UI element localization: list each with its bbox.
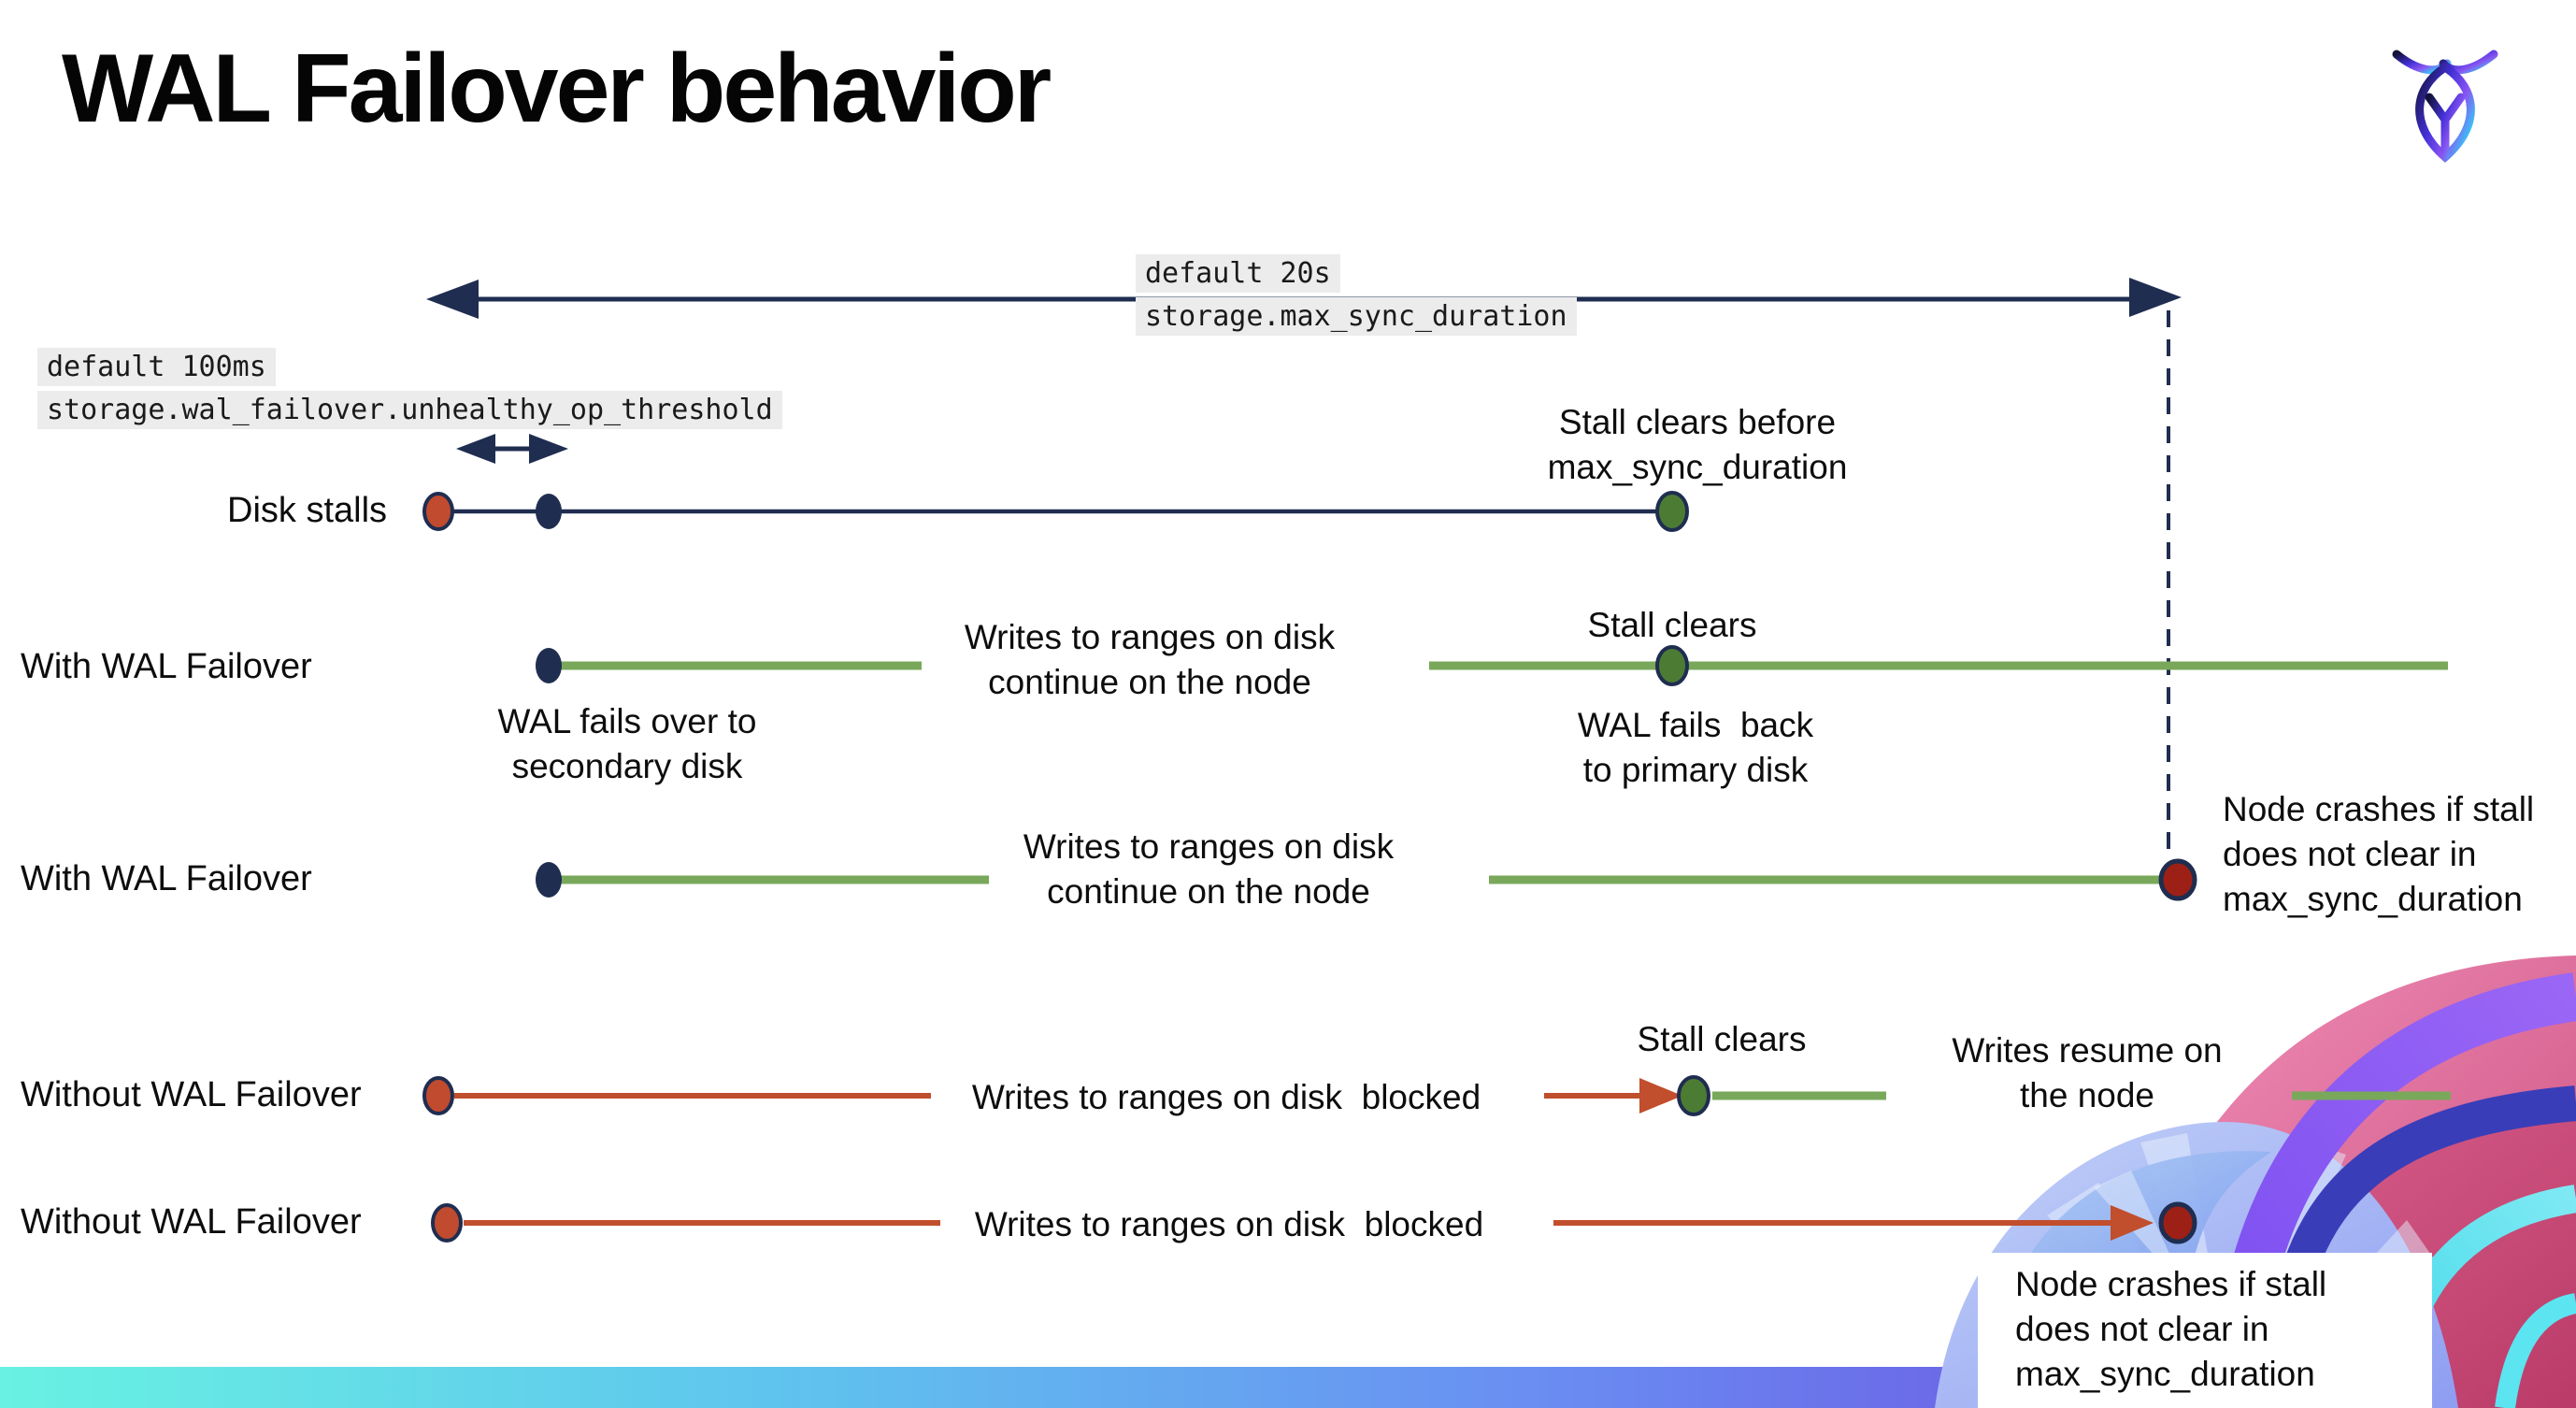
annotation-stall-clears-2: Stall clears xyxy=(1637,1020,1807,1058)
arrowhead-left xyxy=(426,280,479,319)
annotation-writes-resume: Writes resume on the node xyxy=(1952,1031,2223,1115)
annotation-wal-fails-over: WAL fails over to secondary disk xyxy=(497,702,757,786)
row-label-disk-stalls: Disk stalls xyxy=(227,491,388,530)
arrowhead-left xyxy=(456,434,495,464)
row-without-wal-2-timeline xyxy=(431,1201,2197,1244)
logo-stem xyxy=(2425,93,2466,160)
art-cyan-arc-small xyxy=(2495,1293,2576,1408)
stall-clears-dot xyxy=(1677,1075,1710,1116)
row-label-with-wal-1: With WAL Failover xyxy=(21,647,312,686)
row-without-wal-1-timeline xyxy=(422,1075,2451,1116)
row-with-wal-2-timeline xyxy=(536,858,2197,901)
row-label-with-wal-2: With WAL Failover xyxy=(21,859,312,898)
cockroachdb-logo-icon xyxy=(2392,50,2498,163)
threshold-dot xyxy=(536,494,562,529)
row-label-without-wal-1: Without WAL Failover xyxy=(21,1075,362,1114)
unhealthy-op-threshold-arrow xyxy=(456,434,568,464)
stall-start-dot xyxy=(431,1203,463,1243)
annotation-node-crashes-right: Node crashes if stall does not clear in … xyxy=(2223,790,2535,919)
annotation-stall-clears-1: Stall clears xyxy=(1587,606,1757,644)
stall-clears-dot xyxy=(1655,645,1689,686)
failover-dot xyxy=(536,648,562,683)
callout-unhealthy-op-setting: storage.wal_failover.unhealthy_op_thresh… xyxy=(37,391,782,429)
stall-start-dot xyxy=(422,492,454,531)
arrowhead-right xyxy=(2129,278,2182,317)
annotation-stall-clears-before: Stall clears before max_sync_duration xyxy=(1547,403,1848,487)
annotation-writes-blocked-2: Writes to ranges on disk blocked xyxy=(974,1205,1484,1243)
annotation-writes-blocked-1: Writes to ranges on disk blocked xyxy=(971,1078,1481,1116)
stall-clears-dot xyxy=(1655,491,1689,532)
row-disk-stalls-timeline xyxy=(422,491,1689,532)
callout-max-sync-default: default 20s xyxy=(1136,254,1340,293)
red-arrowhead xyxy=(2111,1205,2154,1241)
row-with-wal-1-timeline xyxy=(536,645,2448,686)
page-title: WAL Failover behavior xyxy=(62,35,1052,143)
red-arrowhead xyxy=(1639,1078,1682,1113)
row-label-without-wal-2: Without WAL Failover xyxy=(21,1202,362,1242)
stall-start-dot xyxy=(422,1076,454,1115)
callout-unhealthy-op-default: default 100ms xyxy=(37,348,276,386)
crash-note-box: Node crashes if stall does not clear in … xyxy=(1978,1253,2432,1408)
crash-dot xyxy=(2158,858,2197,901)
callout-max-sync-setting: storage.max_sync_duration xyxy=(1136,297,1577,336)
annotation-node-crashes-bottom: Node crashes if stall does not clear in … xyxy=(2015,1265,2327,1394)
arrowhead-right xyxy=(529,434,568,464)
annotation-writes-continue-2: Writes to ranges on disk continue on the… xyxy=(1023,827,1395,912)
crash-dot xyxy=(2158,1201,2197,1244)
annotation-wal-fails-back: WAL fails back to primary disk xyxy=(1577,706,1814,790)
annotation-writes-continue-1: Writes to ranges on disk continue on the… xyxy=(964,618,1336,702)
failover-dot xyxy=(536,862,562,898)
